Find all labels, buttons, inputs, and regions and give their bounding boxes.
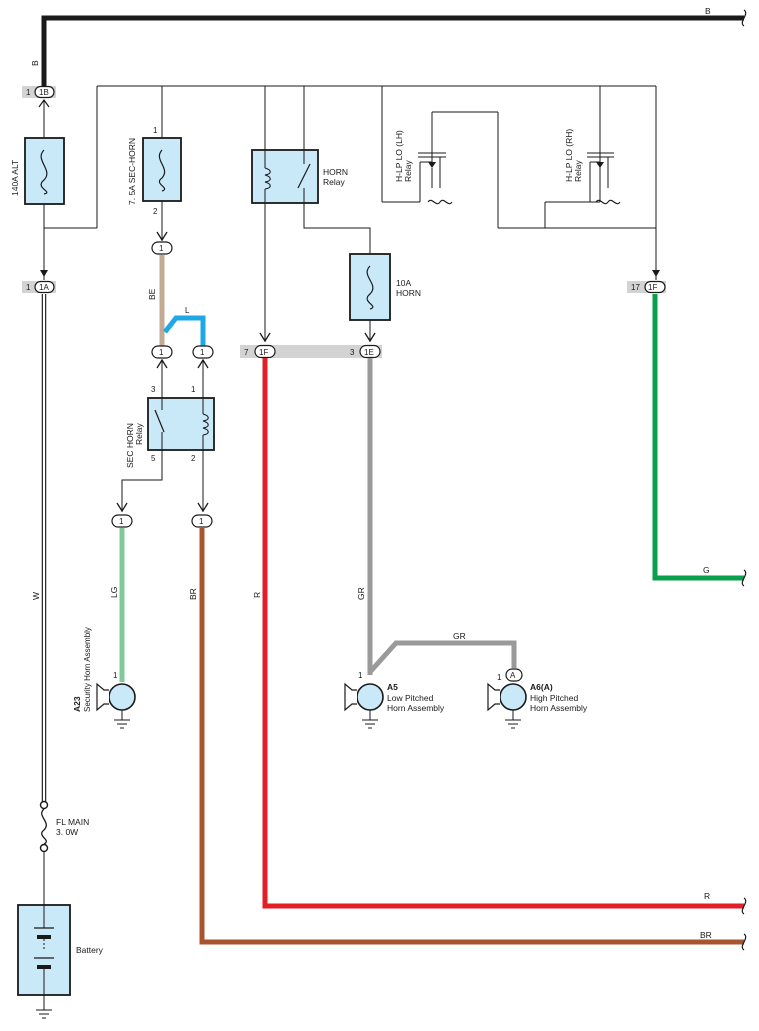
sec-relay-pin-3-connector: 1 [151,345,173,359]
svg-text:W: W [31,592,41,600]
svg-text:A23: A23 [72,696,82,712]
svg-text:R: R [704,891,710,901]
wire-r: R R [252,358,747,915]
svg-text:3: 3 [350,348,355,357]
svg-text:5: 5 [151,454,156,463]
svg-text:GR: GR [453,631,466,641]
svg-text:1: 1 [159,348,164,357]
svg-text:A6(A): A6(A) [530,682,553,692]
battery-plus-bus: B B [30,6,747,90]
connector-1b: 1 1B [22,85,56,99]
svg-text:HORN: HORN [396,288,421,298]
horn-a5-low-pitched: 1 A5 Low Pitched Horn Assembly [344,671,445,729]
wire-g: G [652,294,747,587]
svg-text:3. 0W: 3. 0W [56,827,78,837]
fuse-7-5a-sec-horn: 1 2 7. 5A SEC-HORN [127,126,182,216]
wire-lg: LG [109,528,125,682]
svg-text:BE: BE [147,288,157,300]
wire-label-b-left: B [30,60,40,66]
svg-text:Low Pitched: Low Pitched [387,693,434,703]
battery: Battery [17,904,104,996]
svg-text:7: 7 [244,348,249,357]
ground-battery [36,1009,52,1019]
wire-w: W [31,294,47,802]
svg-text:H-LP LO (RH): H-LP LO (RH) [564,129,574,182]
svg-text:1A: 1A [39,283,49,292]
svg-text:Horn Assembly: Horn Assembly [530,703,588,713]
fuse-10a-horn: 10A HORN [349,253,421,321]
svg-text:1F: 1F [259,348,268,357]
svg-text:1: 1 [119,517,124,526]
svg-text:1E: 1E [364,348,374,357]
svg-text:L: L [185,306,190,315]
sec-horn-relay: 3 1 5 2 SEC HORN Relay [125,385,215,468]
horn-relay: HORN Relay [251,149,348,204]
br-wire-pin: 1 [191,514,213,528]
sec-horn-fuse-out-pin: 1 [151,241,173,255]
svg-text:GR: GR [356,587,366,600]
lg-wire-pin: 1 [111,514,133,528]
svg-text:17: 17 [631,283,640,292]
svg-text:HORN: HORN [323,167,348,177]
svg-text:H-LP LO (LH): H-LP LO (LH) [394,130,404,182]
horn-a6-high-pitched: 1 A A6(A) High Pitched Horn Assembly [487,668,588,729]
svg-text:10A: 10A [396,278,411,288]
fuse-140a-alt: 140A ALT [10,137,65,205]
svg-text:1: 1 [26,283,31,292]
wire-l: L [163,306,206,346]
svg-text:1: 1 [26,88,31,97]
fused-bus [97,85,660,280]
svg-text:1: 1 [191,385,196,394]
svg-text:2: 2 [191,454,196,463]
connector-1a: 1 1A [22,280,56,294]
wire-gr: GR GR [356,358,517,675]
connector-bar-1f-1e: 7 1F 3 1E [240,344,382,359]
svg-text:1F: 1F [648,283,657,292]
svg-text:Security Horn Assembly: Security Horn Assembly [83,627,92,712]
svg-text:1: 1 [497,673,502,682]
svg-text:LG: LG [109,587,119,598]
svg-text:140A ALT: 140A ALT [10,160,20,196]
svg-text:Relay: Relay [323,177,345,187]
connector-1f-17: 17 1F [627,280,666,294]
svg-text:R: R [252,592,262,598]
svg-text:Relay: Relay [403,160,413,182]
svg-text:Battery: Battery [76,945,104,955]
svg-text:1B: 1B [39,88,49,97]
svg-text:High Pitched: High Pitched [530,693,578,703]
svg-text:A: A [510,671,516,680]
svg-text:Relay: Relay [573,160,583,182]
wire-label-b-top: B [705,6,711,16]
svg-text:7. 5A SEC-HORN: 7. 5A SEC-HORN [127,138,137,205]
svg-text:BR: BR [188,588,198,600]
svg-text:1: 1 [159,244,164,253]
wire-be: BE [147,255,165,346]
horn-a23-security: 1 A23 Security Horn Assembly [72,627,136,729]
svg-text:1: 1 [358,671,363,680]
wire-br: BR BR [188,528,747,951]
svg-text:1: 1 [113,671,118,680]
svg-text:Relay: Relay [134,423,144,445]
svg-text:BR: BR [700,930,712,940]
svg-text:SEC HORN: SEC HORN [125,423,135,468]
svg-text:1: 1 [153,126,158,135]
hlp-lo-lh-relay: H-LP LO (LH) Relay [382,111,499,228]
hlp-lo-rh-relay: H-LP LO (RH) Relay [498,85,656,229]
svg-text:FL MAIN: FL MAIN [56,817,89,827]
fuse-fl-main: FL MAIN 3. 0W [39,800,89,853]
svg-text:3: 3 [151,385,156,394]
svg-text:A5: A5 [387,682,398,692]
svg-text:1: 1 [200,348,205,357]
svg-text:1: 1 [199,517,204,526]
sec-relay-pin-1-connector: 1 [192,345,214,359]
svg-text:Horn Assembly: Horn Assembly [387,703,445,713]
svg-text:G: G [703,565,710,575]
svg-text:2: 2 [153,207,158,216]
